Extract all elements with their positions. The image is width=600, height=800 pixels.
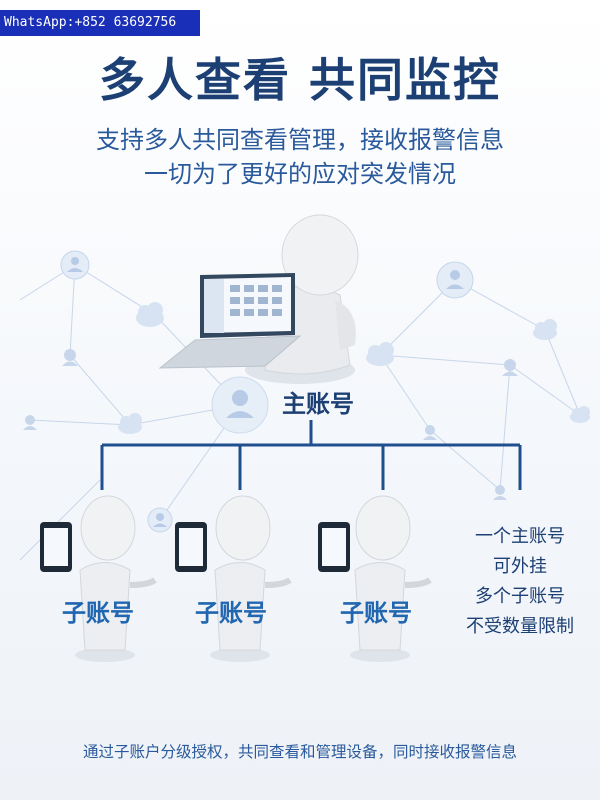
user-icon (502, 359, 518, 376)
user-icon (211, 376, 269, 434)
sub-account-figure (175, 495, 292, 662)
tablet-icon (318, 522, 350, 572)
cloud-icon (136, 302, 164, 327)
sub-account-figure (318, 495, 432, 662)
network-background-lines (19, 264, 581, 561)
tablet-icon (175, 522, 207, 572)
user-icon (423, 425, 437, 440)
cloud-icon (570, 406, 590, 423)
note-line: 多个子账号 (475, 586, 565, 607)
network-background-icons (23, 250, 590, 533)
hierarchy-connector (100, 420, 522, 490)
note-line: 一个主账号 (475, 526, 565, 547)
master-account-label: 主账号 (282, 390, 354, 418)
cloud-icon (118, 413, 142, 434)
cloud-icon (533, 319, 557, 340)
subtitle-line-1: 支持多人共同查看管理，接收报警信息 (96, 126, 504, 154)
footer-caption: 通过子账户分级授权，共同查看和管理设备，同时接收报警信息 (82, 743, 517, 761)
laptop-icon (158, 273, 302, 369)
sub-account-label-1: 子账号 (62, 599, 134, 627)
tablet-icon (40, 522, 72, 572)
sub-account-label-3: 子账号 (340, 599, 412, 627)
watermark-contact: WhatsApp:+852 63692756 (0, 10, 200, 36)
page-title: 多人查看 共同监控 (98, 53, 501, 107)
subtitle-line-2: 一切为了更好的应对突发情况 (144, 160, 456, 188)
sub-account-label-2: 子账号 (195, 599, 267, 627)
user-icon (60, 250, 90, 280)
account-notes: 一个主账号 可外挂 多个子账号 不受数量限制 (450, 522, 590, 642)
sub-account-figure (40, 495, 157, 662)
user-icon (62, 349, 78, 366)
user-icon (23, 415, 37, 430)
cloud-icon (366, 342, 394, 366)
note-line: 不受数量限制 (466, 616, 574, 637)
note-line: 可外挂 (493, 556, 547, 577)
user-icon (436, 261, 474, 299)
user-icon (147, 507, 173, 533)
master-account-figure (158, 214, 359, 384)
network-illustration (19, 214, 590, 662)
user-icon (493, 485, 507, 500)
